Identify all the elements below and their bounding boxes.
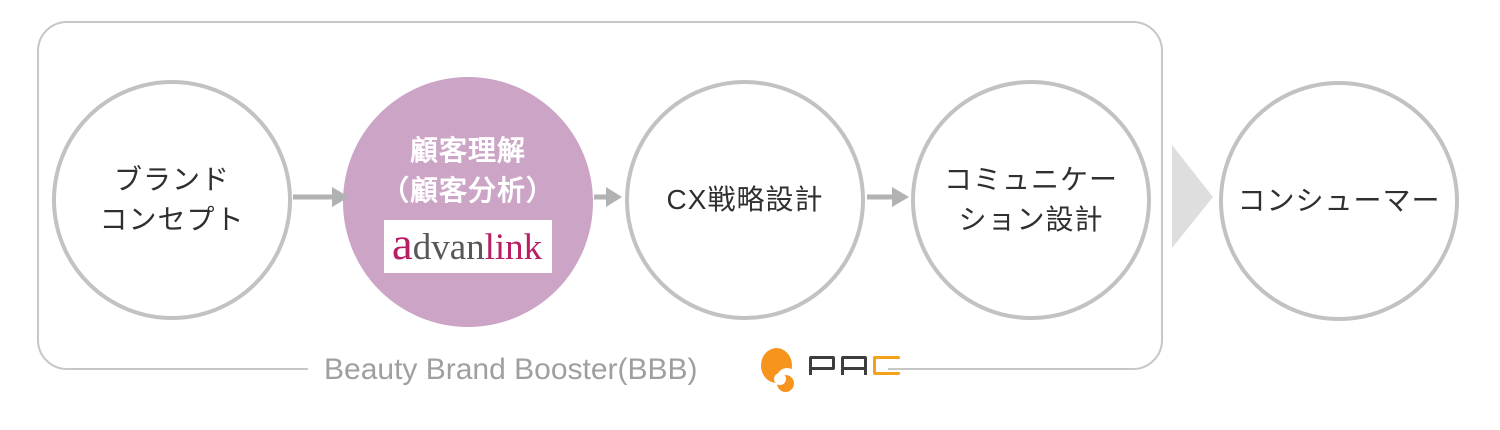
flow-arrow-icon [292,183,349,211]
pac-logo [760,346,900,394]
step-circle-customer-understanding: 顧客理解 （顧客分析） advanlink [343,77,593,327]
step-label-line: CX戦略設計 [666,184,824,216]
step-label-line: コンセプト [99,204,245,235]
advanlink-logo: advanlink [383,218,553,274]
step-label-line: ション設計 [958,204,1104,235]
flow-arrow-icon [866,183,909,211]
step-label-line: 顧客理解 [409,134,526,166]
step-label-line: コンシューマー [1237,185,1441,217]
step-label-line: ブランド [113,164,230,196]
frame-label-text: Beauty Brand Booster(BBB) [324,353,698,386]
pac-letter-p-icon [808,356,835,376]
advanlink-logo-segment: a [391,218,413,271]
step-circle-consumer: コンシューマー [1219,81,1459,321]
pac-letters [808,356,900,376]
advanlink-logo-segment: dvan [412,227,485,269]
step-circle-brand-concept: ブランド コンセプト [52,80,292,320]
step-label-line: （顧客分析） [380,174,555,206]
output-arrow-icon [1172,145,1213,248]
flow-arrow-icon [594,183,622,211]
advanlink-logo-segment: link [484,227,543,269]
pac-blob-icon [760,346,797,394]
pac-letter-c-icon [872,356,900,375]
step-label-line: コミュニケー [943,164,1118,196]
step-circle-cx-strategy: CX戦略設計 [625,80,865,320]
pac-letter-a-icon [840,356,867,376]
step-circle-communication-design: コミュニケー ション設計 [911,80,1151,320]
frame-label: Beauty Brand Booster(BBB) [308,343,900,397]
